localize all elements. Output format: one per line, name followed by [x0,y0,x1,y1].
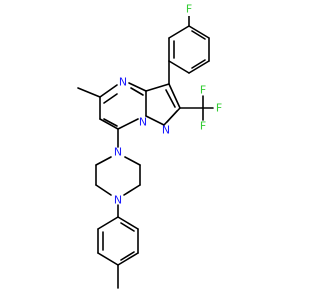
bond [165,89,176,108]
bond [97,252,119,266]
molecule-structure: F F F F N N N N N [77,3,222,289]
fluorophenyl-ring [168,14,210,74]
bond [99,118,119,130]
bond [103,118,118,127]
bond [191,30,206,40]
nitrogen-atom-pyrimidine: N [119,76,127,89]
nitrogen-atom-piperazine-bottom: N [114,194,122,207]
bond [123,184,141,196]
bond [128,82,147,92]
bond [120,222,135,232]
bond [117,118,139,130]
molecule-canvas: F F F F N N N N N [77,3,222,289]
pyrazolopyrimidine-core [77,60,181,130]
bond [97,216,119,230]
trifluoromethyl-group [179,95,214,121]
tolyl-ring [97,216,139,289]
bond [188,60,210,74]
bond [168,83,181,109]
fluorine-atom-cf3-1: F [200,84,206,97]
bond [117,252,139,266]
bond [120,251,135,261]
bond [188,25,210,39]
bond [145,83,170,92]
bond [168,25,190,39]
atom-labels: F F F F N N N N N [114,3,222,207]
bond [168,60,190,74]
nitrogen-atom-bridge: N [139,116,147,129]
fluorine-atom-top: F [186,3,192,16]
piperazine-ring [95,128,141,218]
bond [166,110,178,123]
bond [95,184,112,196]
nitrogen-atom-piperazine-top: N [114,146,122,159]
bond [145,115,165,126]
fluorine-atom-cf3-3: F [200,120,206,133]
nitrogen-atom-pyrazole: N [162,124,170,137]
bond [117,216,139,230]
bond [103,93,118,104]
bond [191,59,206,69]
bond [124,156,141,166]
bond [95,156,112,166]
bond [77,87,101,98]
bond [99,84,118,98]
fluorine-atom-cf3-2: F [216,102,222,115]
bond [130,87,144,96]
